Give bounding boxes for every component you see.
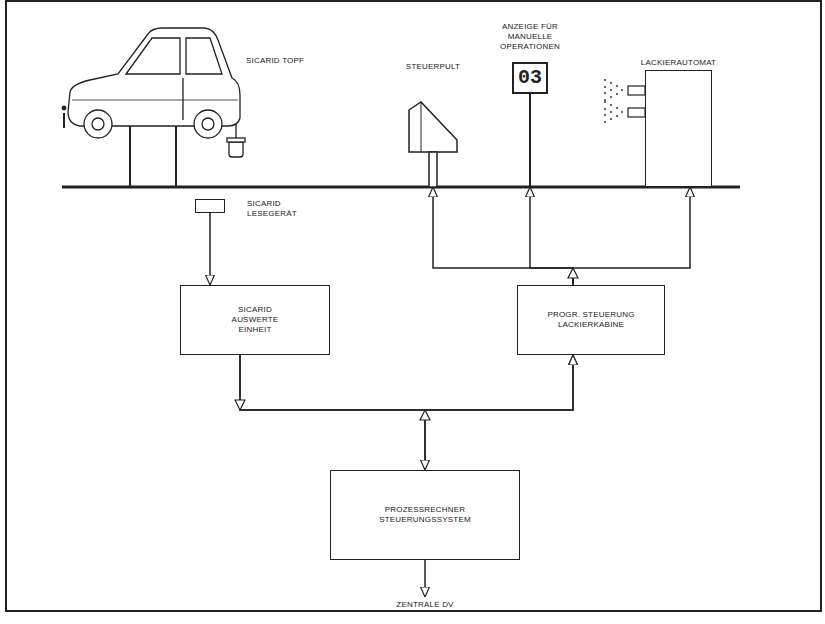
- display-digits: 03: [518, 68, 542, 88]
- signal-connector: [433, 187, 573, 285]
- control-console: STEUERPULT: [405, 100, 461, 187]
- reader-box: SICARID LESEGERÄT: [195, 199, 225, 213]
- wheel: [194, 110, 222, 138]
- pot-lid: [227, 138, 245, 142]
- painting-robot: LACKIERAUTOMAT: [645, 70, 712, 187]
- nozzle: [628, 86, 645, 95]
- trim-line: [72, 100, 238, 101]
- frame: [6, 1, 821, 611]
- hub: [92, 118, 104, 130]
- lift-post: [129, 126, 131, 187]
- conveyor-line: [62, 186, 740, 189]
- signal-connector: [573, 187, 690, 285]
- component-label: LACKIERAUTOMAT: [641, 58, 716, 68]
- console-outline: [405, 100, 461, 187]
- arrowhead: [420, 410, 430, 420]
- display-pole: [529, 94, 531, 187]
- nozzle: [628, 108, 645, 117]
- annotation-label: SICARID TOPF: [246, 56, 304, 66]
- box-label: PROZESSRECHNER STEUERUNGSSYSTEM: [373, 505, 478, 525]
- lift-post: [175, 126, 177, 187]
- box-label: SICARID AUSWERTE EINHEIT: [228, 305, 283, 335]
- process-box: SICARID AUSWERTE EINHEIT: [180, 285, 330, 355]
- signal-connector: [240, 355, 573, 410]
- marker-dot: [62, 106, 66, 110]
- component-label: SICARID LESEGERÄT: [247, 199, 307, 219]
- box-label: PROGR. STEUERUNG LACKIERKABINE: [544, 310, 639, 330]
- output-arrow: [424, 560, 426, 597]
- car-window: [186, 38, 222, 74]
- pot-hanger: [235, 124, 236, 138]
- arrowhead: [568, 268, 578, 278]
- console-stand: [429, 152, 437, 187]
- hub: [202, 118, 214, 130]
- car-illustration: [62, 28, 245, 187]
- seven-segment-display: 03: [512, 62, 548, 94]
- process-box: PROZESSRECHNER STEUERUNGSSYSTEM: [330, 470, 520, 560]
- signal-connector: [530, 187, 573, 285]
- component-label: ANZEIGE FÜR MANUELLE OPERATIONEN: [494, 22, 566, 52]
- car-window: [126, 38, 180, 74]
- signal-connector: [425, 355, 573, 470]
- console-edge: [421, 102, 422, 152]
- door-line: [182, 78, 183, 120]
- console-desk: [409, 102, 457, 152]
- annotation-label: ZENTRALE DV: [396, 600, 453, 610]
- paint-spray: [604, 79, 623, 123]
- marker-post: [63, 113, 65, 128]
- wheel: [84, 110, 112, 138]
- display-panel: 03ANZEIGE FÜR MANUELLE OPERATIONEN: [512, 62, 548, 187]
- signal-connector: [240, 355, 425, 470]
- component-label: STEUERPULT: [406, 62, 460, 72]
- sicarid-pot: [229, 142, 243, 157]
- spray-nozzles: [628, 86, 645, 117]
- process-box: PROGR. STEUERUNG LACKIERKABINE: [517, 285, 665, 355]
- arrowhead: [235, 400, 245, 410]
- signal-connector: [209, 213, 211, 285]
